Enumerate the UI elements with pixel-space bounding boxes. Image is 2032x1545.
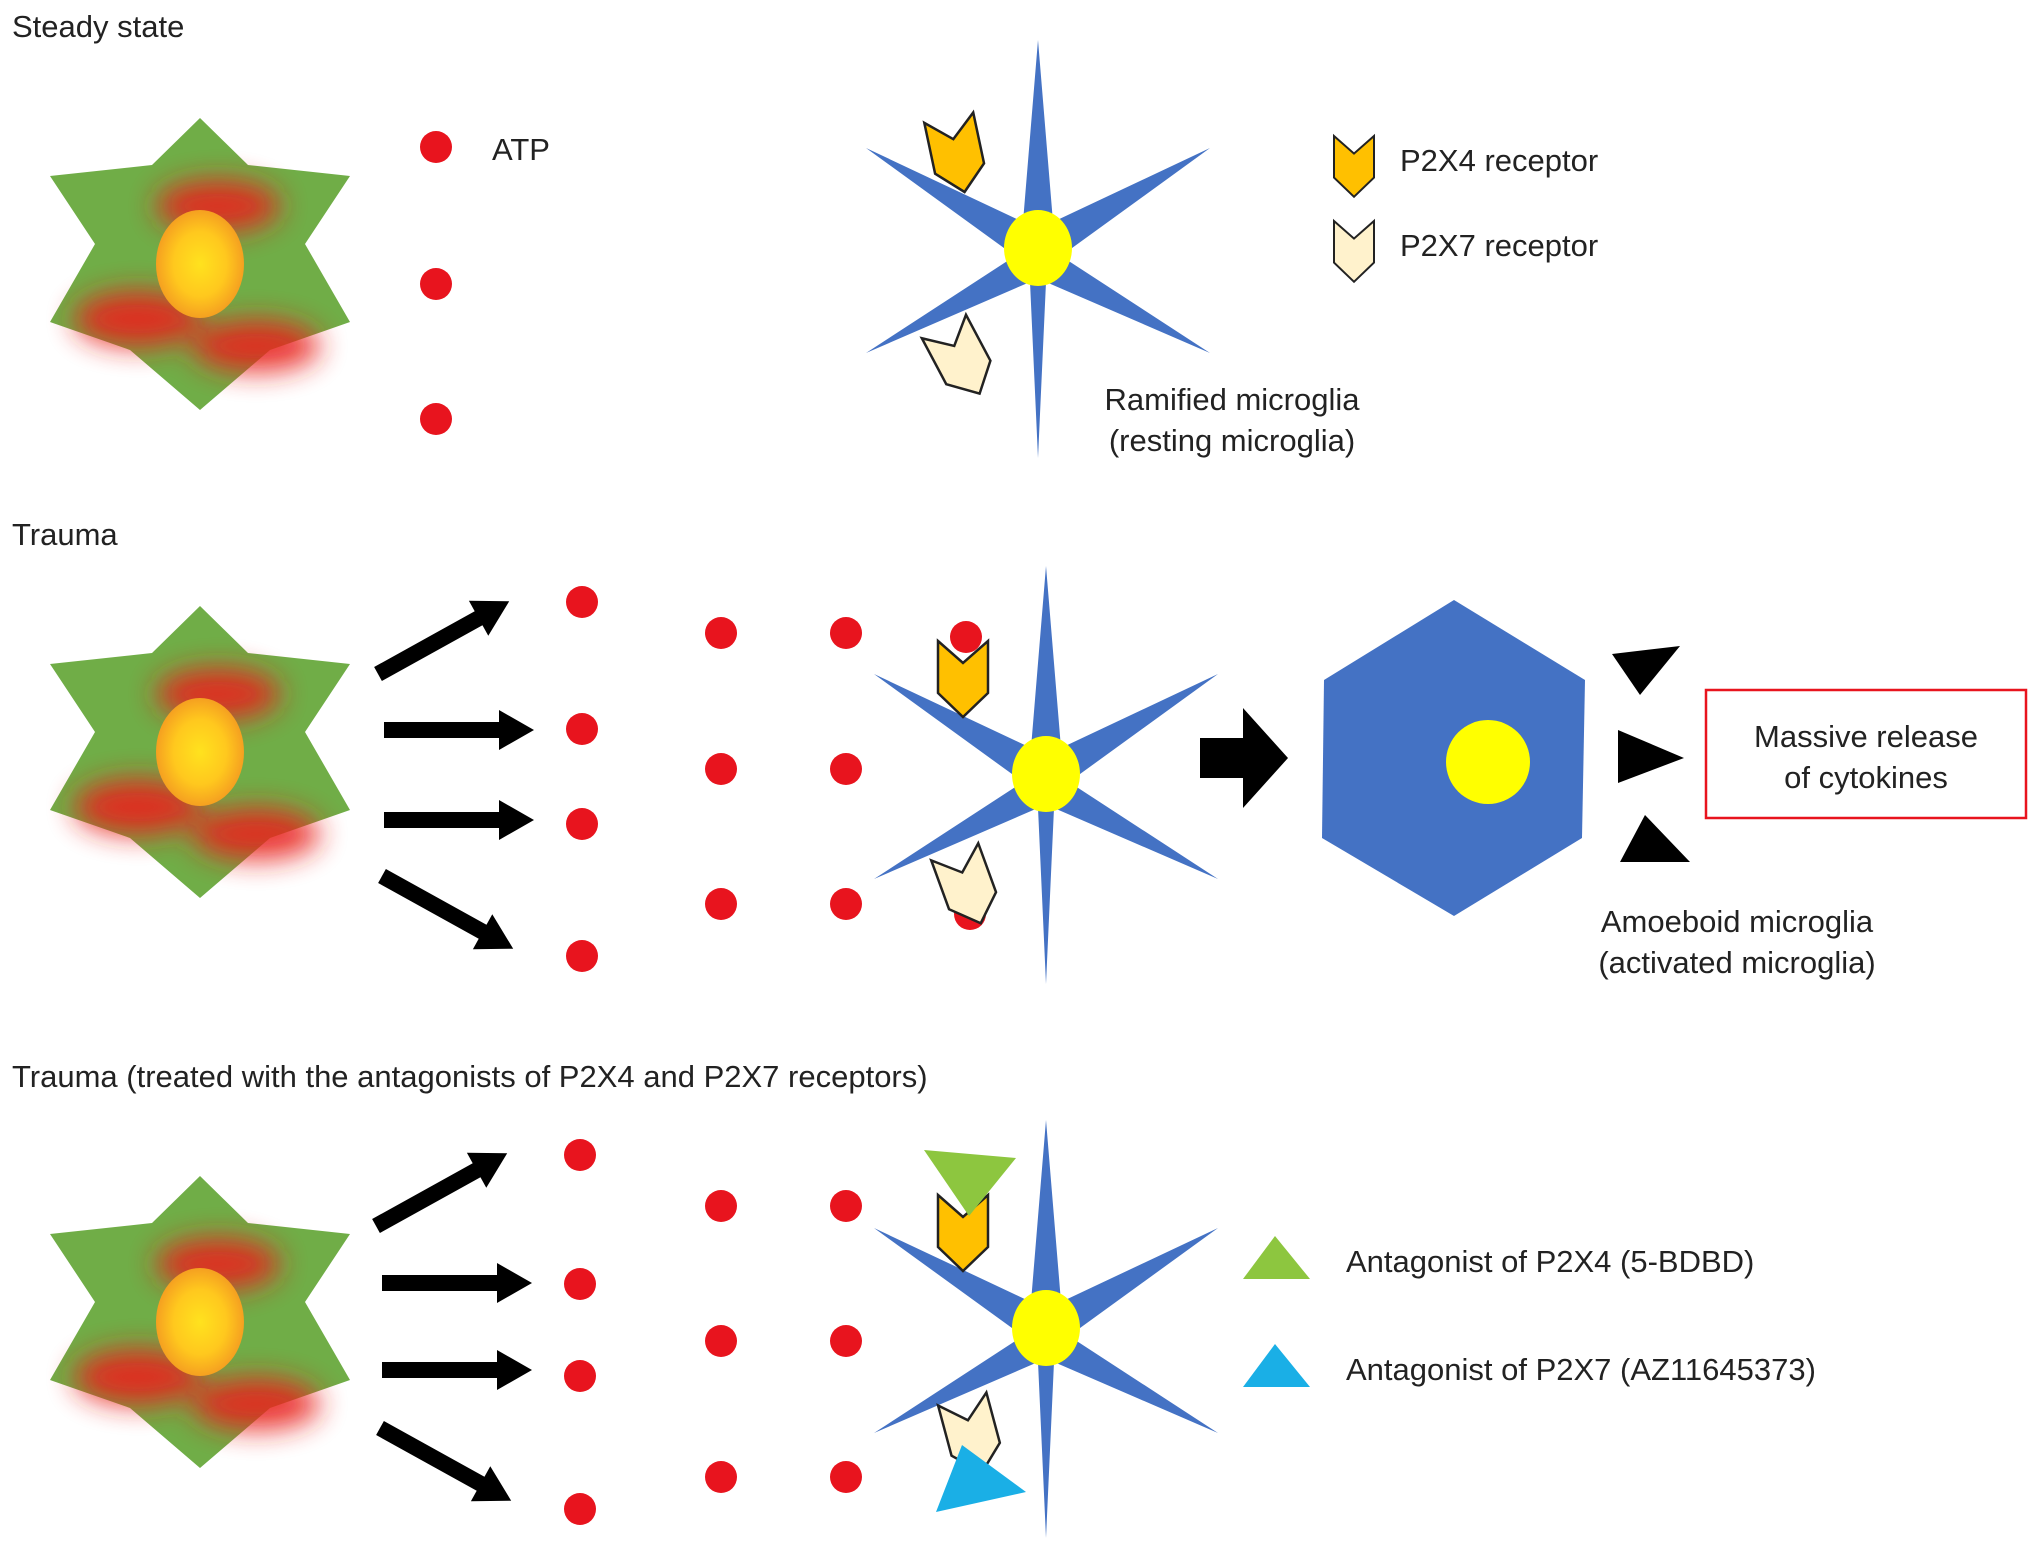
p2x4-antagonist-legend-icon	[1243, 1236, 1310, 1279]
atp-dot	[705, 753, 737, 785]
atp-dot	[564, 1493, 596, 1525]
resting-microglia-label: (resting microglia)	[1109, 423, 1355, 458]
atp-dot	[566, 713, 598, 745]
p2x7-antagonist	[936, 1445, 1026, 1512]
atp-dot	[564, 1268, 596, 1300]
p2x7-receptor	[920, 313, 1003, 407]
p2x7-legend-icon	[1332, 219, 1376, 283]
atp-dot	[830, 617, 862, 649]
p2x4-legend-icon	[1332, 134, 1376, 198]
atp-dot	[705, 1461, 737, 1493]
atp-dot	[950, 621, 982, 653]
atp-dot	[830, 1461, 862, 1493]
release-arrow	[372, 858, 523, 967]
atp-dot	[705, 1190, 737, 1222]
atp-legend-label: ATP	[492, 132, 550, 167]
section-title-treated: Trauma (treated with the antagonists of …	[12, 1059, 928, 1094]
ramified-microglia-trauma	[874, 566, 1218, 984]
activation-arrow	[1200, 708, 1288, 808]
cytokine-release-box	[1704, 688, 2028, 820]
activated-microglia-label: (activated microglia)	[1598, 945, 1875, 980]
atp-dot	[420, 403, 452, 435]
p2x4-antagonist-legend-label: Antagonist of P2X4 (5-BDBD)	[1346, 1244, 1754, 1279]
release-arrow	[384, 800, 534, 840]
p2x4-legend-label: P2X4 receptor	[1400, 143, 1598, 178]
section-title-steady-state: Steady state	[12, 9, 184, 44]
damaged-neuron-trauma	[50, 606, 350, 898]
atp-dot	[420, 268, 452, 300]
atp-dot	[830, 888, 862, 920]
release-arrow	[366, 1135, 517, 1244]
cytokine-triangle	[1612, 646, 1680, 695]
atp-dot	[705, 617, 737, 649]
atp-dot	[705, 888, 737, 920]
atp-dot	[564, 1360, 596, 1392]
atp-dot	[566, 586, 598, 618]
atp-dot	[830, 753, 862, 785]
atp-dot	[705, 1325, 737, 1357]
atp-dot	[566, 808, 598, 840]
atp-dot	[830, 1190, 862, 1222]
atp-dot	[566, 940, 598, 972]
cytokine-release-label-2: of cytokines	[1784, 760, 1948, 795]
damaged-neuron-steady	[50, 118, 350, 410]
release-arrow	[368, 583, 519, 692]
atp-dot	[564, 1139, 596, 1171]
p2x7-receptor	[929, 842, 1006, 934]
p2x4-antagonist	[924, 1150, 1016, 1216]
ramified-microglia-treated	[874, 1120, 1218, 1538]
ramified-microglia-label: Ramified microglia	[1105, 382, 1361, 417]
amoeboid-microglia	[1322, 600, 1585, 916]
cytokine-triangle	[1618, 730, 1684, 783]
cytokine-release-label: Massive release	[1754, 719, 1978, 754]
atp-legend-dot	[420, 131, 452, 163]
damaged-neuron-treated	[50, 1176, 350, 1468]
p2x7-antagonist-legend-label: Antagonist of P2X7 (AZ11645373)	[1346, 1352, 1816, 1387]
p2x7-antagonist-legend-icon	[1243, 1344, 1310, 1387]
cytokine-triangle	[1620, 815, 1690, 862]
release-arrow	[370, 1410, 521, 1519]
release-arrow	[382, 1263, 532, 1303]
release-arrow	[384, 710, 534, 750]
amoeboid-microglia-label: Amoeboid microglia	[1601, 904, 1874, 939]
p2x7-legend-label: P2X7 receptor	[1400, 228, 1598, 263]
release-arrow	[382, 1350, 532, 1390]
atp-dot	[830, 1325, 862, 1357]
section-title-trauma: Trauma	[12, 517, 118, 552]
